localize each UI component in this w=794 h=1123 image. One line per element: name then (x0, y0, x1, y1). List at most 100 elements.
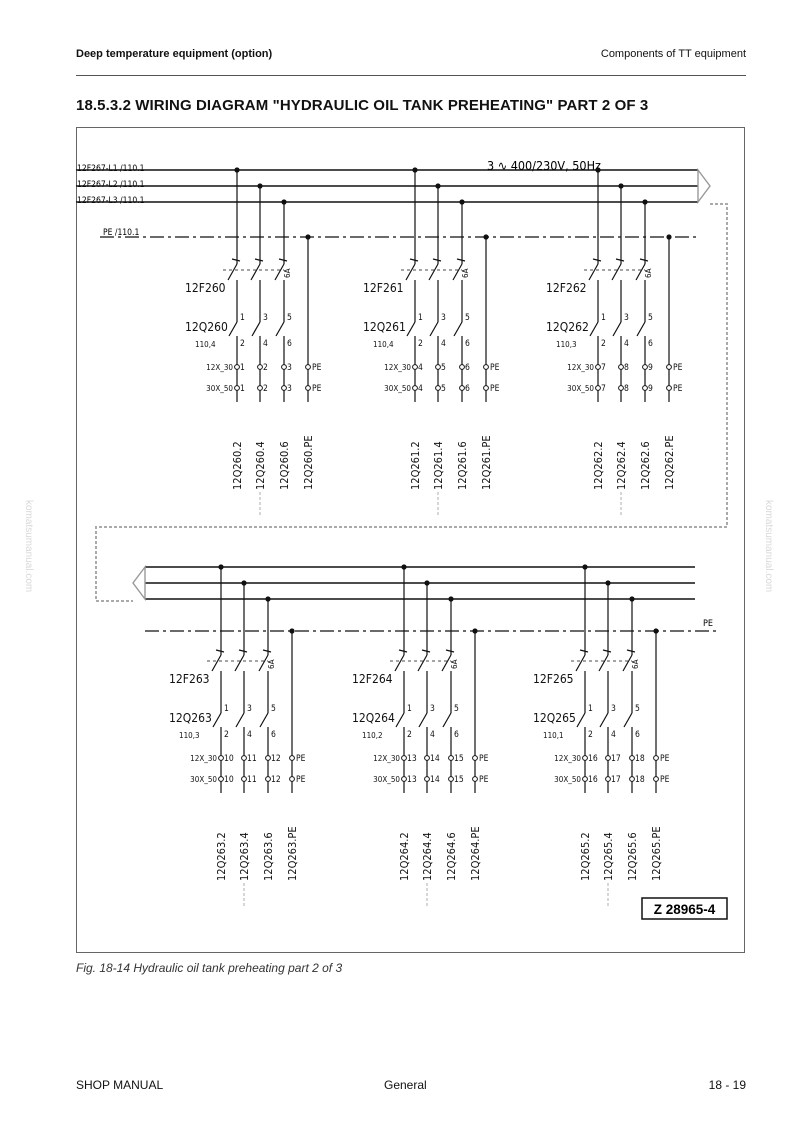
group-4-contact-blade-3 (259, 712, 269, 728)
group-5-contact-in-1: 1 (407, 704, 412, 714)
diagram-static: 3 ∿ 400/230V, 50Hz 12F267-L1 /110.1 12F2… (77, 158, 728, 920)
group-3-term-30x-no-2: 8 (624, 384, 629, 394)
group-3-strip-30x-label: 30X_50 (567, 384, 594, 393)
group-4-contact-blade-1 (212, 712, 222, 728)
feed-label-l3: 12F267-L3 /110.1 (77, 196, 145, 206)
group-1-fuse-label: 12F260 (185, 281, 226, 295)
group-1-cable-label-2: 12Q260.4 (254, 441, 267, 490)
group-5-contact-out-2: 4 (430, 730, 435, 740)
group-3-contact-in-3: 5 (648, 313, 653, 323)
group-6-terminal-12x-2 (605, 755, 611, 761)
group-2-term-30x-no-3: 6 (465, 384, 470, 394)
footer-page-number: 18 - 19 (708, 1078, 746, 1092)
group-6-cable-label-2: 12Q265.4 (602, 832, 615, 881)
group-1-term-30x-no-3: 3 (287, 384, 292, 394)
group-5-contact-in-3: 5 (454, 704, 459, 714)
group-5-terminal-30x-3 (448, 776, 454, 782)
pe-bus-label: PE (703, 619, 713, 629)
group-6-cable-label-3: 12Q265.6 (626, 832, 639, 881)
feed-label-pe: PE /110.1 (103, 228, 139, 238)
group-1-contactor-ref: 110,4 (195, 340, 216, 349)
group-2-fuse-label: 12F261 (363, 281, 404, 295)
group-4-pe-term-30x-label: PE (296, 775, 306, 785)
continuation-arrow-left (132, 564, 146, 602)
group-5-cable-label-1: 12Q264.2 (398, 832, 411, 881)
group-3-breaker-mark-3 (639, 258, 649, 262)
group-5-pe-terminal-30x (472, 776, 478, 782)
group-6-pe-terminal-12x (653, 755, 659, 761)
group-6-term-30x-no-3: 18 (635, 775, 645, 785)
group-3-terminal-12x-3 (642, 364, 648, 370)
group-6-terminal-12x-1 (582, 755, 588, 761)
group-2-pe-terminal-12x (483, 364, 489, 370)
group-6-contact-out-2: 4 (611, 730, 616, 740)
group-2-term-12x-no-2: 5 (441, 363, 446, 373)
group-6-strip-30x-label: 30X_50 (554, 775, 581, 784)
group-3-contact-blade-3 (636, 321, 646, 337)
group-3-contact-in-2: 3 (624, 313, 629, 323)
group-3-pe-terminal-30x (666, 385, 672, 391)
group-2-term-12x-no-3: 6 (465, 363, 470, 373)
group-4-breaker-mark-1 (215, 649, 225, 653)
group-5-terminal-30x-2 (424, 776, 430, 782)
section-title: 18.5.3.2 WIRING DIAGRAM "HYDRAULIC OIL T… (76, 97, 649, 114)
group-4-terminal-30x-2 (241, 776, 247, 782)
group-3-terminal-30x-3 (642, 385, 648, 391)
group-4-term-12x-no-3: 12 (271, 754, 281, 764)
group-2-terminal-30x-1 (412, 385, 418, 391)
group-5-breaker-blade-1 (394, 654, 405, 672)
group-1-terminal-12x-1 (234, 364, 240, 370)
group-3-contact-blade-2 (612, 321, 622, 337)
group-2-cable-label-2: 12Q261.4 (432, 441, 445, 490)
figure-caption: Fig. 18-14 Hydraulic oil tank preheating… (76, 961, 343, 975)
group-1-breaker-rating: 6A (283, 268, 292, 278)
group-1-terminal-12x-2 (257, 364, 263, 370)
group-4-breaker-mark-3 (262, 649, 272, 653)
group-1-terminal-12x-3 (281, 364, 287, 370)
group-3-cable-label-pe: 12Q262.PE (663, 435, 676, 490)
group-6-breaker-mark-2 (602, 649, 612, 653)
group-5-pe-term-30x-label: PE (479, 775, 489, 785)
group-1-breaker-mark-1 (231, 258, 241, 262)
group-6-pe-terminal-30x (653, 776, 659, 782)
group-6-breaker-blade-2 (598, 654, 609, 672)
group-1-breaker-mark-3 (278, 258, 288, 262)
group-1-contact-out-2: 4 (263, 339, 268, 349)
group-1-terminal-30x-1 (234, 385, 240, 391)
group-5-terminal-12x-1 (401, 755, 407, 761)
group-2-strip-30x-label: 30X_50 (384, 384, 411, 393)
group-4-cable-label-3: 12Q263.6 (262, 832, 275, 881)
group-3-breaker-rating: 6A (644, 268, 653, 278)
group-6-breaker-mark-3 (626, 649, 636, 653)
group-4-breaker-rating: 6A (267, 659, 276, 669)
group-6-terminal-30x-3 (629, 776, 635, 782)
group-1-term-12x-no-3: 3 (287, 363, 292, 373)
group-4-breaker-blade-3 (258, 654, 269, 672)
group-1-contact-out-1: 2 (240, 339, 245, 349)
group-3-pe-term-12x-label: PE (673, 363, 683, 373)
group-3-cable-label-3: 12Q262.6 (639, 441, 652, 490)
group-1-strip-30x-label: 30X_50 (206, 384, 233, 393)
footer-manual: SHOP MANUAL (76, 1078, 164, 1092)
group-1-breaker-blade-1 (227, 263, 238, 281)
group-5-terminal-12x-3 (448, 755, 454, 761)
group-4-breaker-blade-1 (211, 654, 222, 672)
group-4-strip-12x-label: 12X_30 (190, 754, 217, 763)
group-5-term-30x-no-1: 13 (407, 775, 417, 785)
group-4-term-30x-no-3: 12 (271, 775, 281, 785)
group-3-contact-out-3: 6 (648, 339, 653, 349)
group-5-strip-30x-label: 30X_50 (373, 775, 400, 784)
group-2-pe-term-12x-label: PE (490, 363, 500, 373)
group-1-breaker-mark-2 (254, 258, 264, 262)
group-1-breaker-blade-3 (274, 263, 285, 281)
group-2-contact-in-2: 3 (441, 313, 446, 323)
group-6-cable-label-1: 12Q265.2 (579, 832, 592, 881)
group-1-strip-12x-label: 12X_30 (206, 363, 233, 372)
group-5-contact-out-3: 6 (454, 730, 459, 740)
group-2-pe-term-30x-label: PE (490, 384, 500, 394)
group-5-contactor-label: 12Q264 (352, 711, 395, 725)
group-3-term-30x-no-3: 9 (648, 384, 653, 394)
group-5-terminal-12x-2 (424, 755, 430, 761)
header-chapter: Deep temperature equipment (option) (76, 48, 273, 60)
group-5-contact-blade-3 (442, 712, 452, 728)
